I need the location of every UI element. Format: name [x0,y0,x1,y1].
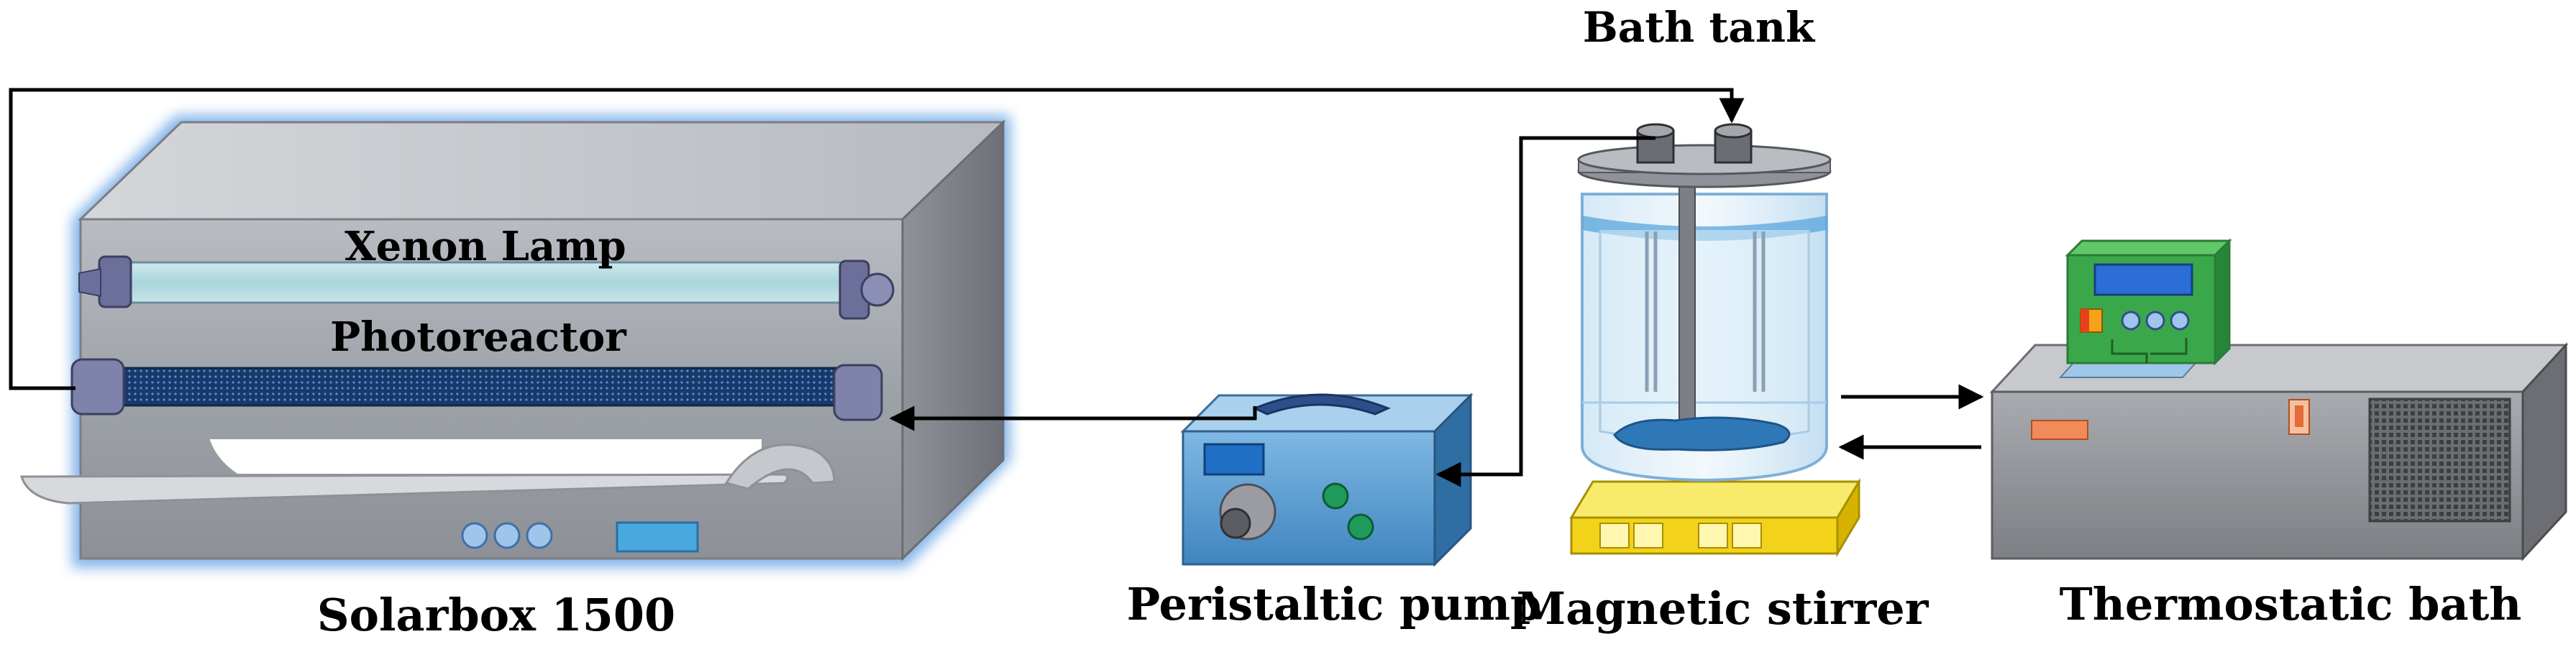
photoreactor-cap-left-icon [70,358,125,415]
control-dial-icon [461,522,488,549]
pump-display-icon [1203,443,1265,476]
photoreactor-label: Photoreactor [330,313,627,361]
flow-lines [9,88,1984,487]
photoreactor-cap-right-icon [833,364,883,421]
stirrer-display-icon [1698,523,1728,548]
tank-to-pump-line [1435,136,1655,487]
stirrer-display-icon [1633,523,1663,548]
controller-dial-icon [2170,311,2190,331]
solarbox-side [901,119,1005,561]
stirrer-display-icon [1599,523,1630,548]
photoreactor [70,358,883,421]
solarbox-top [78,121,1006,221]
xenon-lamp-label: Xenon Lamp [344,223,626,270]
stirrer-display-icon [1732,523,1762,548]
stir-shaft-icon [1678,175,1696,425]
bath-label: Thermostatic bath [2060,578,2522,630]
control-dial-icon [493,522,521,549]
stir-liquid-icon [1613,416,1791,451]
thermostatic-bath [1989,238,2569,561]
solarbox-label: Solarbox 1500 [317,589,675,641]
control-dial-icon [526,522,553,549]
solarbox-drawer [19,438,836,505]
stirrer-label: Magnetic stirrer [1517,582,1929,635]
pump-head-icon [1252,393,1391,415]
temperature-controller [2058,238,2232,378]
display-icon [616,521,699,553]
bath-grille-icon [2368,398,2511,523]
bath-tank-lid [1577,123,1832,188]
controller-display-icon [2093,263,2193,296]
xenon-lamp [78,255,895,320]
peristaltic-pump [1180,392,1474,567]
bath-tank-label: Bath tank [1583,3,1816,52]
pump-to-reactor-line [889,405,1257,431]
bath-tank [1569,123,1861,558]
bath-indicator-icon [2031,420,2088,440]
magnetic-stirrer-base [1569,477,1861,558]
solarbox: Xenon Lamp Photoreactor [19,115,1010,568]
photoreactor-tube-icon [117,367,857,407]
bath-side [2521,342,2567,561]
return-line [9,88,1745,390]
controller-dial-icon [2145,311,2165,331]
controller-dial-icon [2121,311,2141,331]
pump-button-icon [1347,513,1374,541]
solarbox-controls [461,521,699,553]
pump-label: Peristaltic pump [1127,578,1542,630]
inner-vessel [1599,230,1810,441]
pump-button-icon [1322,482,1349,510]
lamp-cap-left-icon [98,255,132,308]
